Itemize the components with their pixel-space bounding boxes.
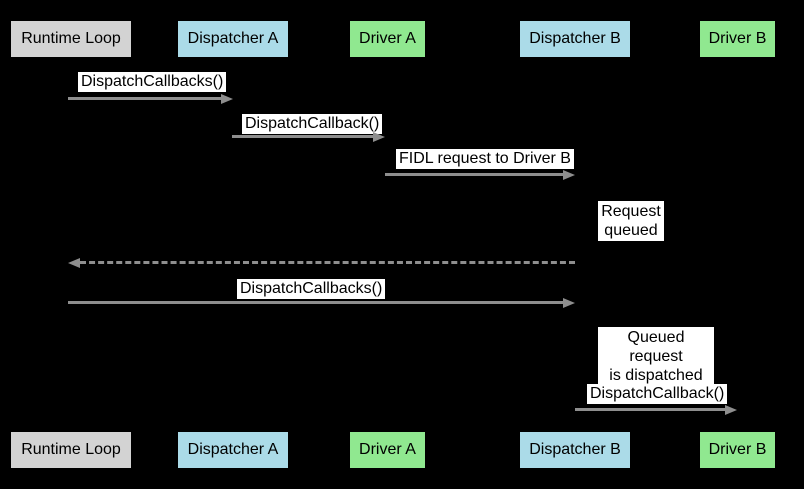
arrow-runtime-to-dispatcher-a: [68, 97, 221, 100]
actor-dispatcher-a-top: Dispatcher A: [178, 21, 288, 57]
arrowhead-right-icon: [563, 298, 575, 308]
arrowhead-right-icon: [563, 170, 575, 180]
arrowhead-right-icon: [221, 94, 233, 104]
arrow-driver-a-to-dispatcher-b: [385, 173, 563, 176]
arrowhead-right-icon: [373, 132, 385, 142]
arrow-runtime-to-dispatcher-b: [68, 301, 563, 304]
note-request-queued: Request queued: [598, 201, 664, 241]
actor-driver-b-top: Driver B: [700, 21, 775, 57]
actor-driver-a-bottom: Driver A: [350, 432, 425, 468]
arrow-dispatcher-a-to-driver-a: [232, 135, 373, 138]
actor-driver-a-top: Driver A: [350, 21, 425, 57]
arrow-dispatcher-b-to-driver-b: [575, 408, 725, 411]
actor-runtime-loop-bottom: Runtime Loop: [11, 432, 131, 468]
message-label-dispatchcallbacks-1: DispatchCallbacks(): [78, 72, 227, 92]
actor-runtime-loop-top: Runtime Loop: [11, 21, 131, 57]
message-label-fidl-request: FIDL request to Driver B: [396, 149, 574, 169]
actor-dispatcher-b-top: Dispatcher B: [520, 21, 630, 57]
arrowhead-left-icon: [68, 258, 80, 268]
arrowhead-right-icon: [725, 405, 737, 415]
arrow-dashed-return-to-runtime: [80, 261, 575, 264]
actor-dispatcher-b-bottom: Dispatcher B: [520, 432, 630, 468]
actor-dispatcher-a-bottom: Dispatcher A: [178, 432, 288, 468]
message-label-dispatchcallback-2: DispatchCallback(): [587, 384, 728, 404]
actor-driver-b-bottom: Driver B: [700, 432, 775, 468]
message-label-dispatchcallback-1: DispatchCallback(): [242, 114, 383, 134]
message-label-dispatchcallbacks-2: DispatchCallbacks(): [237, 279, 386, 299]
note-queued-request-dispatched: Queued request is dispatched: [598, 327, 714, 386]
